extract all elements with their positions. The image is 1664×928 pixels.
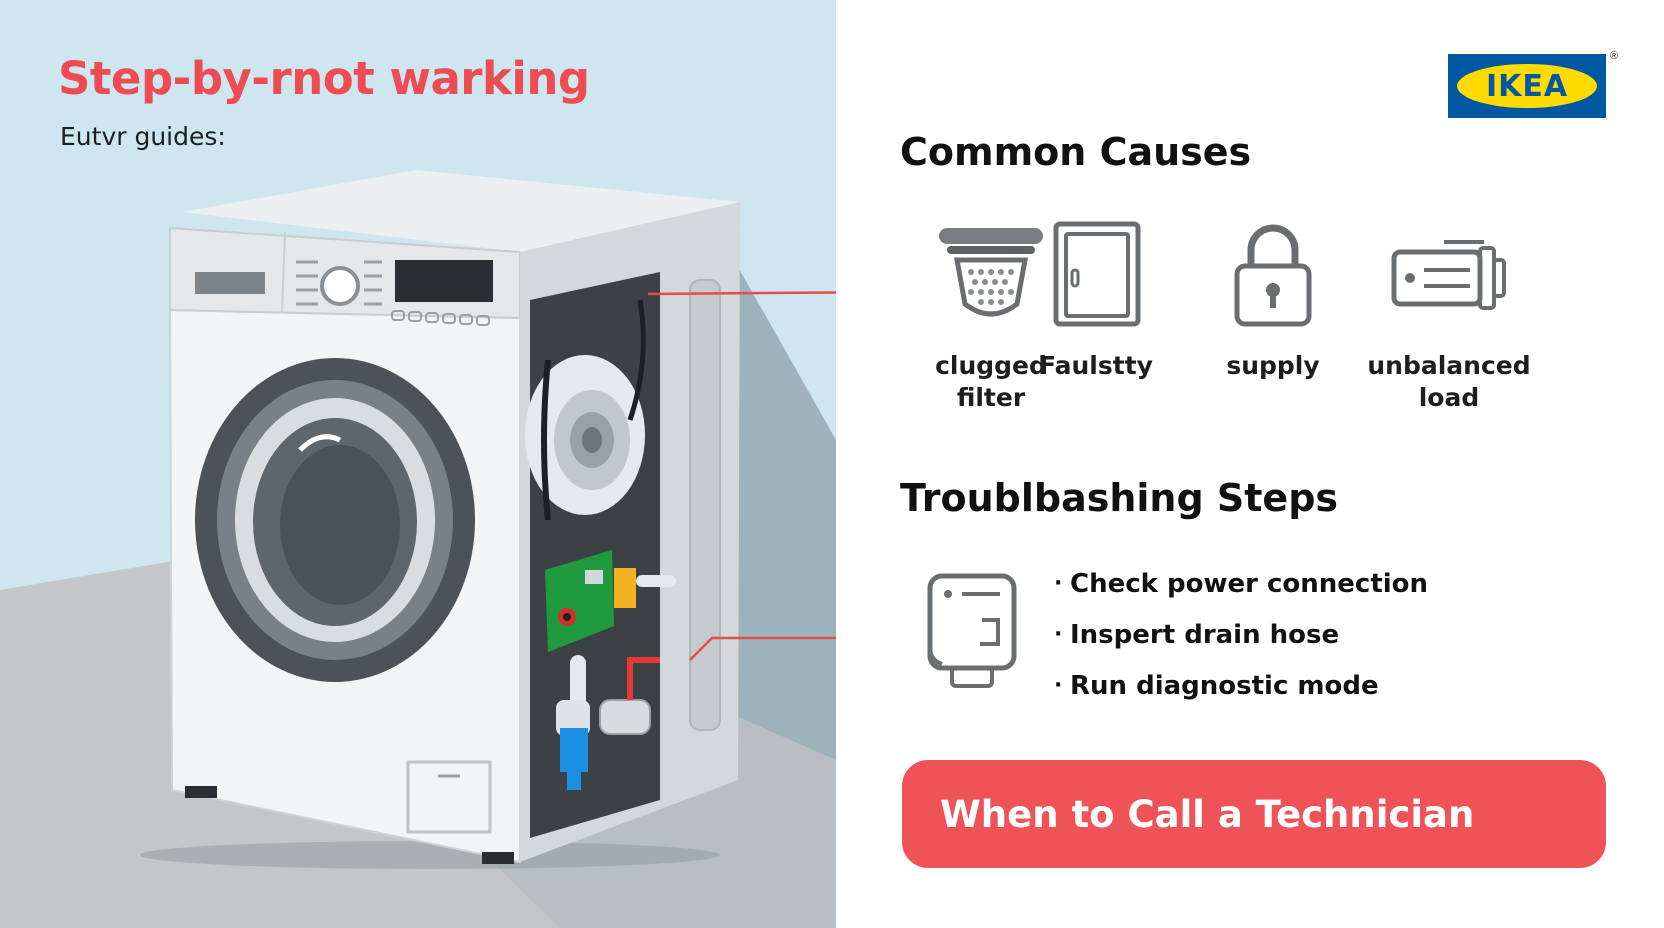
step-text: Inspert drain hose: [1070, 619, 1340, 650]
washing-machine-illustration: [0, 0, 836, 928]
door-icon: [1053, 221, 1141, 327]
bullet-icon: ·: [1054, 673, 1063, 698]
step-text: Check power connection: [1070, 568, 1429, 599]
cause-label: Faulstty: [1039, 351, 1153, 380]
registered-mark: ®: [1610, 50, 1619, 62]
common-causes-title: Common Causes: [900, 130, 1252, 174]
cause-item-filter: clugged filter: [906, 220, 1076, 414]
filter-icon: [939, 228, 1043, 317]
list-item: · Check power connection: [1054, 558, 1428, 609]
page-headline: Step-by-rnot warking: [58, 52, 590, 105]
bullet-icon: ·: [1054, 622, 1063, 647]
lock-icon: [1234, 224, 1312, 327]
cause-label: unbalanced load: [1367, 351, 1531, 412]
illustration-panel: Step-by-rnot warking Eutvr guides:: [0, 0, 836, 928]
bullet-icon: ·: [1054, 571, 1063, 596]
cause-item-door: Faulstty: [1011, 220, 1181, 382]
motor-icon: [1391, 240, 1506, 310]
step-text: Run diagnostic mode: [1070, 670, 1379, 701]
call-technician-button[interactable]: When to Call a Technician: [902, 760, 1606, 868]
info-panel: IKEA ® Common Causes clugged filter Faul…: [836, 0, 1664, 928]
appliance-icon: [927, 573, 1017, 688]
ikea-logo: IKEA: [1448, 54, 1606, 118]
cause-label: supply: [1226, 351, 1320, 380]
list-item: · Inspert drain hose: [1054, 609, 1428, 660]
cause-item-lock: supply: [1188, 220, 1358, 382]
troubleshooting-list: · Check power connection · Inspert drain…: [1054, 558, 1428, 711]
list-item: · Run diagnostic mode: [1054, 660, 1428, 711]
troubleshooting-steps-title: Troublbashing Steps: [900, 476, 1339, 520]
page-subheadline: Eutvr guides:: [60, 122, 226, 151]
logo-text: IKEA: [1485, 68, 1569, 104]
cause-item-load: unbalanced load: [1364, 220, 1534, 414]
logo-oval: IKEA: [1457, 64, 1597, 108]
cause-label: clugged filter: [935, 351, 1047, 412]
